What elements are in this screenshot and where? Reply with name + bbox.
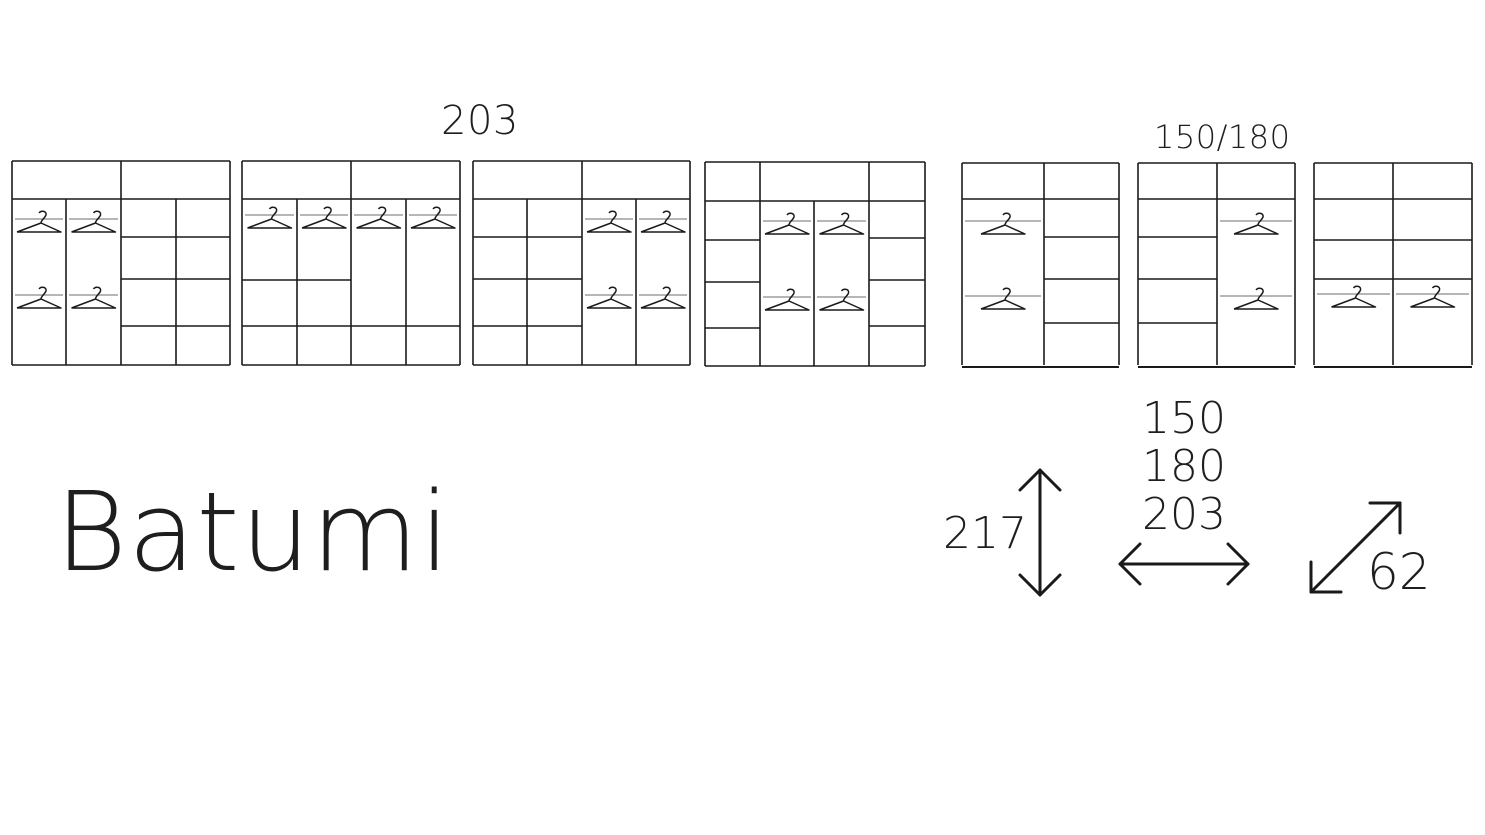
hanger-icon (354, 206, 403, 229)
wardrobe-layout-2 (241, 160, 461, 366)
hanger-icon (763, 288, 811, 311)
horizontal-double-arrow-icon (1118, 542, 1250, 586)
width-option-3: 203 (1142, 489, 1226, 540)
vertical-double-arrow-icon (1018, 468, 1062, 597)
hanger-icon (639, 210, 687, 233)
hanger-icon (15, 210, 63, 233)
width-dimensions: 150 180 203 (1142, 395, 1226, 539)
hanger-icon (1220, 287, 1292, 310)
product-name: Batumi (55, 468, 451, 596)
hanger-icon (585, 286, 633, 309)
hanger-icon (585, 210, 633, 233)
wardrobe-layout-1 (11, 160, 231, 366)
height-dimension: 217 (943, 508, 1027, 559)
hanger-icon (69, 210, 118, 233)
wardrobe-layout-3 (472, 160, 691, 366)
hanger-icon (409, 206, 457, 229)
wardrobe-layout-6 (1137, 162, 1296, 368)
hanger-icon (817, 288, 866, 311)
diagonal-double-arrow-icon (1309, 501, 1402, 594)
width-option-1: 150 (1142, 393, 1226, 444)
width-label-203: 203 (441, 98, 519, 144)
wardrobe-layout-4 (704, 161, 926, 367)
hanger-icon (15, 286, 63, 309)
hanger-icon (763, 212, 811, 235)
hanger-icon (639, 286, 687, 309)
width-option-2: 180 (1142, 441, 1226, 492)
depth-dimension: 62 (1367, 543, 1431, 601)
hanger-icon (69, 286, 118, 309)
wardrobe-layout-5 (961, 162, 1120, 368)
hanger-icon (1396, 285, 1469, 308)
wardrobe-layout-7 (1313, 162, 1473, 368)
hanger-icon (1317, 285, 1390, 308)
width-label-150-180: 150/180 (1154, 118, 1291, 156)
hanger-icon (817, 212, 866, 235)
hanger-icon (1220, 212, 1292, 235)
hanger-icon (965, 212, 1041, 235)
hanger-icon (245, 206, 294, 229)
hanger-icon (965, 287, 1041, 310)
hanger-icon (300, 206, 348, 229)
